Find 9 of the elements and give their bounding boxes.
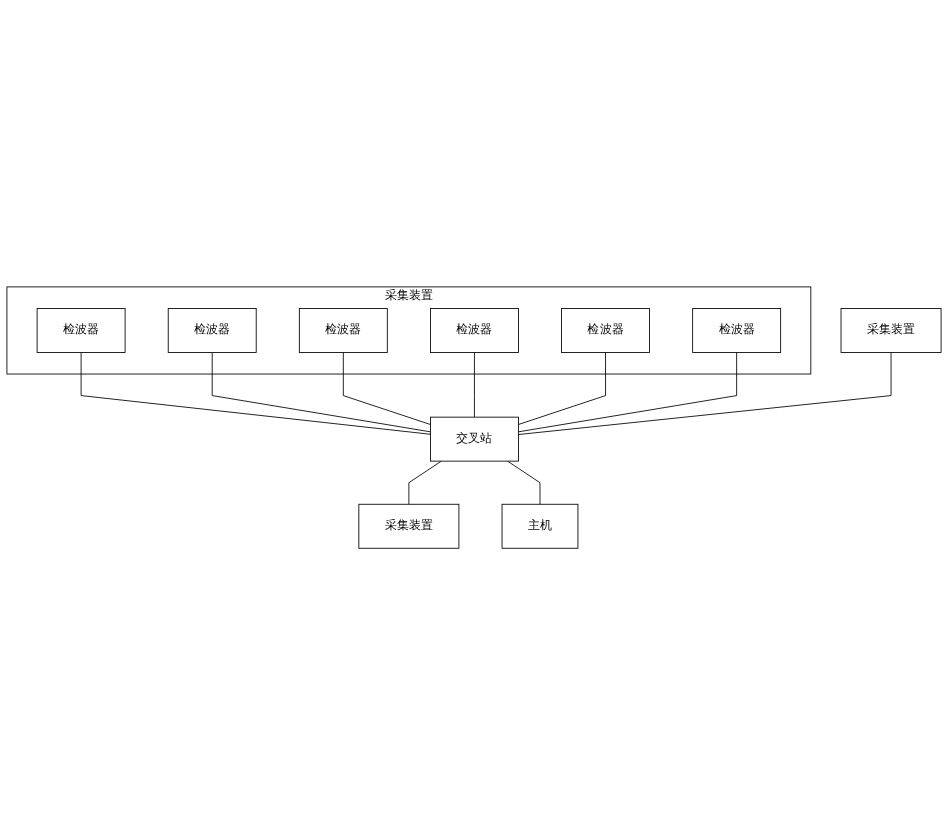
connector xyxy=(408,461,442,506)
connector xyxy=(507,461,541,506)
connector xyxy=(474,352,475,418)
connector xyxy=(518,352,738,433)
connector xyxy=(342,352,431,426)
connector xyxy=(80,352,431,436)
connector xyxy=(518,352,892,436)
connector xyxy=(518,352,606,426)
connector xyxy=(211,352,431,433)
